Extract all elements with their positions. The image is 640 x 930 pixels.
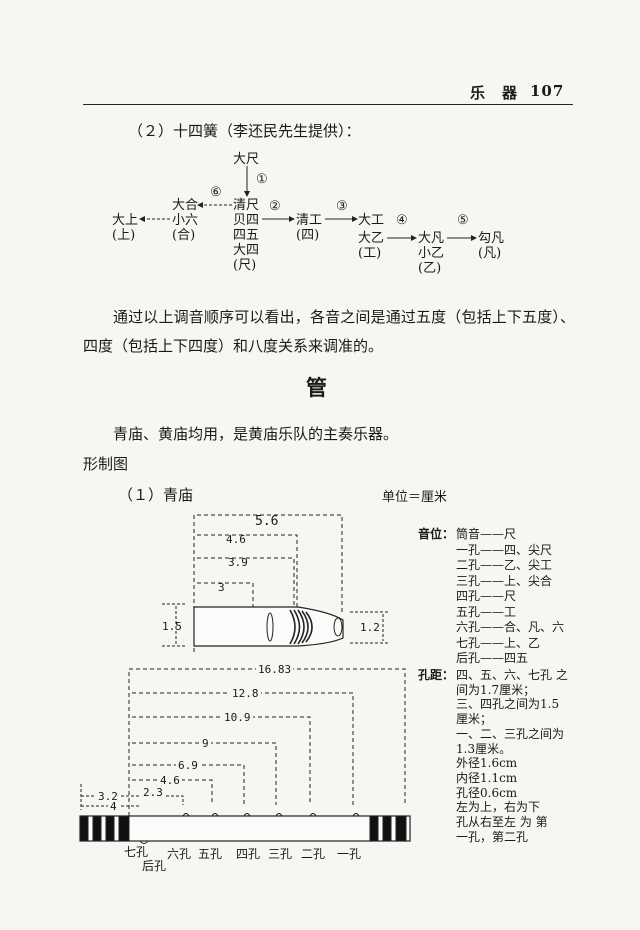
spacing-row: 间为1.7厘米； bbox=[456, 682, 536, 697]
node-he-paren: (合) bbox=[172, 228, 196, 243]
spacing-row: 三、四孔之间为1.5 bbox=[456, 697, 560, 712]
pitch-row: 七孔——上、乙 bbox=[456, 635, 541, 650]
running-header-section: 乐 器 bbox=[470, 84, 519, 102]
dim-3-9: 3.9 bbox=[228, 556, 248, 569]
marker-3: ③ bbox=[336, 199, 348, 214]
dim-3: 3 bbox=[218, 581, 225, 594]
hole-label-back: 后孔 bbox=[142, 859, 167, 873]
hole-label-2: 二孔 bbox=[301, 847, 326, 861]
dim-12-8: 12.8 bbox=[230, 687, 261, 700]
spacing-list: 四、五、六、七孔 之 间为1.7厘米； 三、四孔之间为1.5 厘米； 一、二、三… bbox=[456, 668, 568, 844]
subsection-1-title: （１）青庙 bbox=[118, 486, 194, 504]
page-number: 107 bbox=[530, 82, 565, 100]
marker-6: ⑥ bbox=[210, 185, 222, 200]
subsection-2-title: （２）十四簧（李还民先生提供）： bbox=[128, 122, 361, 140]
node-dafan: 大凡 bbox=[418, 231, 445, 246]
node-xiaoyi: 小乙 bbox=[418, 246, 445, 261]
marker-2: ② bbox=[269, 199, 281, 214]
dim-2-3: 2.3 bbox=[141, 786, 165, 799]
dim-10-9: 10.9 bbox=[222, 711, 253, 724]
hole-label-5: 五孔 bbox=[198, 847, 223, 861]
node-dachi: 大尺 bbox=[233, 152, 260, 167]
pitch-row: 一孔——四、尖尺 bbox=[456, 542, 553, 557]
marker-5: ⑤ bbox=[457, 213, 469, 228]
pitch-row: 筒音——尺 bbox=[456, 527, 517, 541]
tuning-order-diagram: 大尺 ① ⑥ ② ③ ④ ⑤ 大合 清尺 大上 小六 贝四 清工 大工 (上) … bbox=[0, 0, 640, 300]
node-dayi: 大乙 bbox=[358, 231, 385, 246]
marker-4: ④ bbox=[396, 213, 408, 228]
spacing-row: 四、五、六、七孔 之 bbox=[456, 668, 568, 682]
marker-1: ① bbox=[256, 172, 268, 187]
node-yi-paren: (乙) bbox=[418, 261, 442, 276]
figure-label: 形制图 bbox=[83, 455, 129, 473]
node-xiaoliu: 小六 bbox=[172, 213, 199, 228]
spacing-row: 一、二、三孔之间为 bbox=[456, 726, 565, 741]
pitch-row: 二孔——乙、尖工 bbox=[456, 558, 553, 572]
dim-6-9: 6.9 bbox=[176, 759, 200, 772]
pitch-row: 三孔——上、尖合 bbox=[456, 573, 553, 588]
node-qingchi: 清尺 bbox=[233, 198, 260, 213]
pitch-row: 后孔——四五 bbox=[456, 651, 529, 665]
pipe-top-drawing bbox=[162, 514, 388, 652]
tuning-arrows bbox=[139, 166, 477, 241]
dim-1-2: 1.2 bbox=[360, 621, 380, 634]
spacing-row: 一孔，第二孔 bbox=[456, 829, 529, 844]
node-dashang: 大上 bbox=[112, 213, 139, 228]
pitch-row: 五孔——工 bbox=[456, 604, 517, 619]
node-si-paren: (四) bbox=[296, 228, 320, 243]
spacing-row: 孔从右至左 为 第 bbox=[456, 815, 548, 830]
node-gong-paren: (工) bbox=[358, 246, 382, 261]
pitch-row: 六孔——合、凡、六 bbox=[456, 620, 565, 634]
hole-label-3: 三孔 bbox=[268, 847, 293, 861]
header-rule bbox=[83, 104, 573, 105]
node-goufan: 勾凡 bbox=[478, 231, 505, 246]
node-si-wu: 四五 bbox=[233, 228, 260, 243]
dim-1-5: 1.5 bbox=[162, 620, 182, 633]
node-dahe: 大合 bbox=[172, 198, 199, 213]
hole-label-7: 七孔 bbox=[124, 845, 149, 859]
spacing-label: 孔距： bbox=[418, 668, 455, 682]
node-bei-si: 贝四 bbox=[233, 213, 260, 228]
node-chi-paren: (尺) bbox=[233, 258, 257, 273]
spacing-row: 外径1.6cm bbox=[456, 756, 518, 771]
hole-label-6: 六孔 bbox=[167, 847, 192, 861]
node-qinggong: 清工 bbox=[296, 213, 323, 228]
tuning-explanation-paragraph: 通过以上调音顺序可以看出，各音之间是通过五度（包括上下五度）、四度（包括上下四度… bbox=[83, 308, 575, 355]
node-dagong: 大工 bbox=[358, 213, 385, 228]
node-shang-paren: (上) bbox=[112, 228, 136, 243]
spacing-row: 内径1.1cm bbox=[456, 770, 518, 785]
spacing-row: 孔径0.6cm bbox=[456, 785, 518, 800]
spacing-row: 厘米； bbox=[456, 712, 493, 727]
dim-9: 9 bbox=[200, 737, 211, 750]
usage-paragraph: 青庙、黄庙均用，是黄庙乐队的主奏乐器。 bbox=[113, 425, 399, 443]
spacing-row: 1.3厘米。 bbox=[456, 741, 512, 756]
dim-5-6: 5.6 bbox=[255, 514, 279, 529]
dim-16-83: 16.83 bbox=[256, 663, 294, 676]
node-da-si: 大四 bbox=[233, 243, 260, 258]
pipe-bottom-drawing bbox=[79, 668, 411, 844]
pitch-row: 四孔——尺 bbox=[456, 589, 517, 603]
pitch-label: 音位： bbox=[418, 527, 455, 541]
unit-label: 单位＝厘米 bbox=[382, 490, 448, 505]
hole-label-4: 四孔 bbox=[236, 847, 261, 861]
pitch-list: 筒音——尺 一孔——四、尖尺 二孔——乙、尖工 三孔——上、尖合 四孔——尺 五… bbox=[456, 527, 564, 667]
hole-label-1: 一孔 bbox=[337, 847, 362, 861]
dim-4-6: 4.6 bbox=[226, 533, 246, 546]
spacing-row: 左为上，右为下 bbox=[456, 800, 541, 815]
section-title: 管 bbox=[306, 375, 327, 400]
dim-4-bottom: 4 bbox=[108, 800, 119, 813]
dim-4-6-bottom: 4.6 bbox=[158, 774, 182, 787]
dim-3-2: 3.2 bbox=[96, 790, 120, 803]
node-fan-paren: (凡) bbox=[478, 246, 502, 261]
